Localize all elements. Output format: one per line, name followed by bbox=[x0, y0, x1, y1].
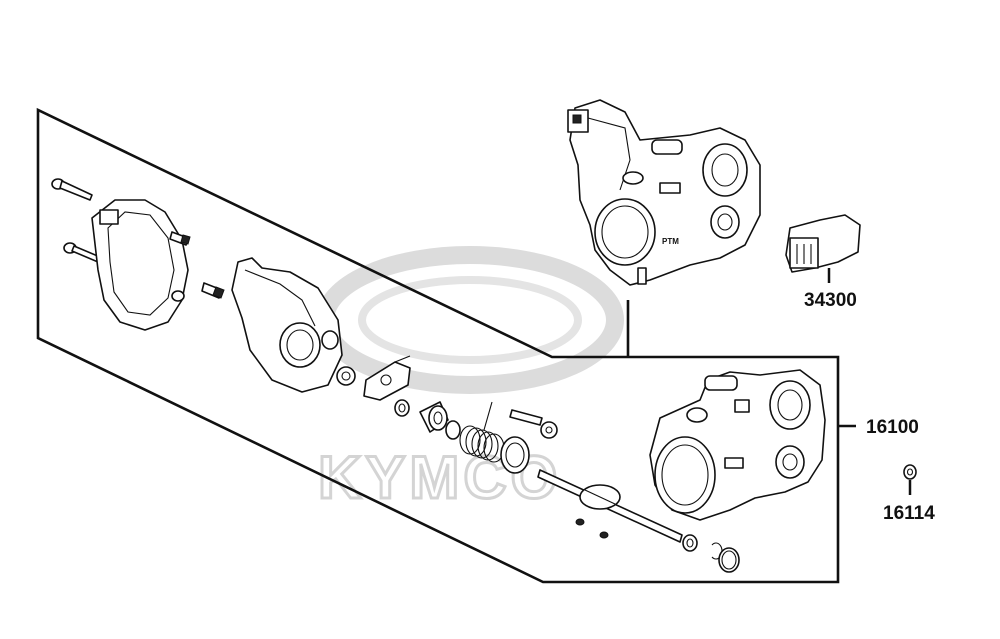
watermark-ring-inner bbox=[358, 276, 582, 364]
kymco-watermark: KYMCO bbox=[316, 246, 624, 513]
washer-1 bbox=[394, 399, 410, 417]
housing-part bbox=[231, 257, 343, 393]
watermark-ring-outer bbox=[316, 246, 624, 394]
nut-small bbox=[336, 366, 356, 386]
bushing bbox=[419, 401, 449, 433]
ptm-engraving: PTM bbox=[662, 237, 679, 246]
small-part-16114 bbox=[903, 464, 917, 480]
ring-2 bbox=[718, 547, 740, 573]
hex-nut bbox=[540, 421, 558, 439]
screw-tiny-1 bbox=[575, 518, 585, 526]
throttle-shaft bbox=[537, 469, 683, 543]
lever-plate bbox=[363, 355, 411, 401]
screw-long bbox=[51, 178, 93, 201]
label-assy: 16100 bbox=[866, 417, 919, 438]
collar bbox=[445, 420, 461, 440]
o-ring bbox=[500, 436, 530, 474]
label-small: 16114 bbox=[883, 503, 935, 524]
cover-part bbox=[91, 199, 189, 331]
sensor-part bbox=[785, 214, 861, 273]
throttle-body-assembled-top: PTM bbox=[567, 99, 761, 286]
throttle-body-inner bbox=[649, 369, 826, 521]
bore-top bbox=[594, 198, 656, 266]
ring-1 bbox=[682, 534, 698, 552]
assembly-frame bbox=[36, 107, 840, 584]
label-sensor: 34300 bbox=[804, 290, 857, 311]
pin bbox=[509, 409, 543, 426]
bore-inner bbox=[654, 436, 716, 514]
bolt-cover bbox=[169, 231, 191, 246]
screw-tiny-2 bbox=[599, 531, 609, 539]
bolt-middle bbox=[201, 282, 225, 299]
